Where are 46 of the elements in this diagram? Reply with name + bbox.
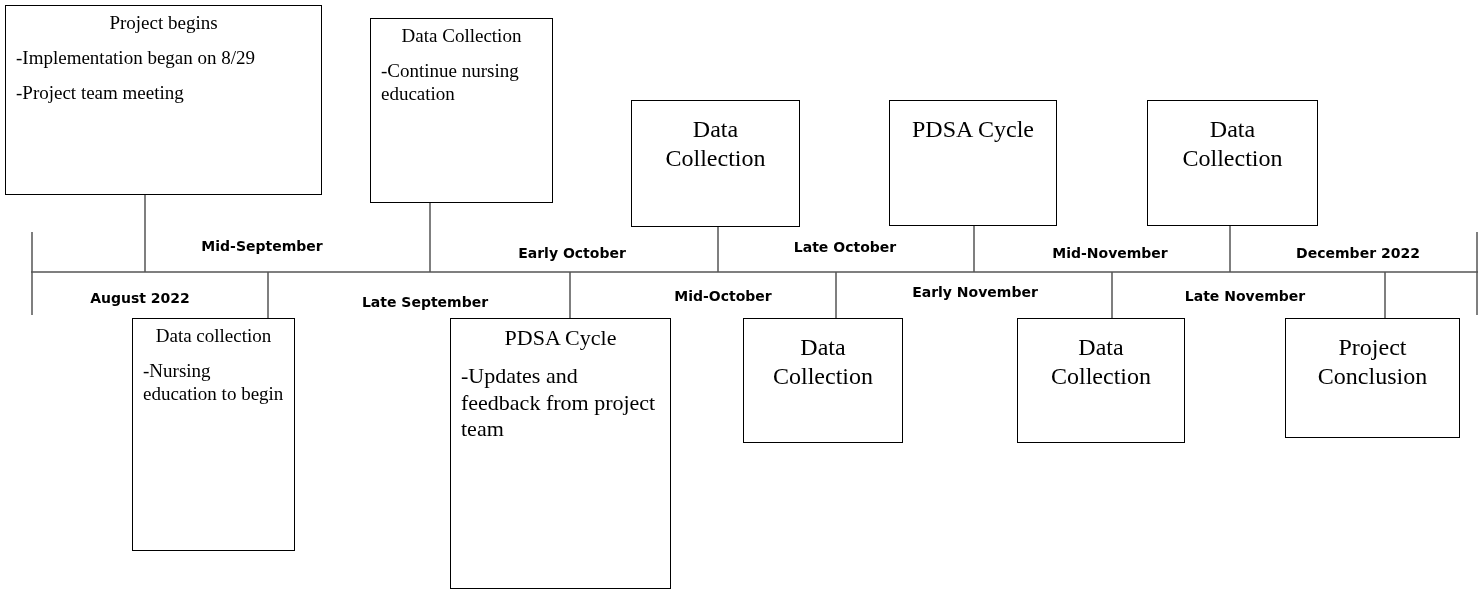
tick-line [835,271,837,319]
event-note: -Implementation began on 8/29 [16,46,257,70]
event-box [1017,318,1185,443]
event-title: Data Collection [772,333,874,391]
timeline-axis [31,232,1478,315]
event-title: Project begins [108,12,219,35]
event-title: Data Collection [400,25,523,48]
event-title: Data collection [154,325,273,348]
event-box [450,318,671,589]
event-box [370,18,553,203]
event-box [1285,318,1460,438]
event-title: Data Collection [1181,115,1284,173]
date-label: Early November [912,284,1038,300]
event-box [5,5,322,195]
tick-line [569,271,571,319]
date-label: Mid-October [674,288,772,304]
event-box [631,100,800,227]
date-label: Early October [518,245,626,261]
event-note: -Project team meeting [16,81,185,105]
event-title: PDSA Cycle [503,325,618,352]
date-label: August 2022 [90,290,190,306]
event-note: -Updates and feedback from project team [461,363,657,443]
tick-line [1229,225,1231,273]
event-title: Data Collection [664,115,767,173]
tick-line [1111,271,1113,319]
date-label: Mid-September [201,238,323,254]
tick-line [267,271,269,319]
event-box [889,100,1057,226]
event-note: -Nursing education to begin [143,359,284,406]
event-box [1147,100,1318,226]
event-title: PDSA Cycle [911,115,1035,144]
date-label: Late September [361,294,489,310]
event-box [743,318,903,443]
tick-line [144,194,146,273]
tick-line [429,202,431,273]
date-label: Mid-November [1052,245,1168,261]
tick-line [717,226,719,273]
event-box [132,318,295,551]
date-label: Late November [1184,288,1306,304]
event-title: Project Conclusion [1316,333,1429,391]
tick-line [973,225,975,273]
tick-line [1384,271,1386,319]
event-title: Data Collection [1050,333,1152,391]
event-note: -Continue nursing education [381,59,520,106]
date-label: Late October [793,239,897,255]
date-label: December 2022 [1296,245,1420,261]
